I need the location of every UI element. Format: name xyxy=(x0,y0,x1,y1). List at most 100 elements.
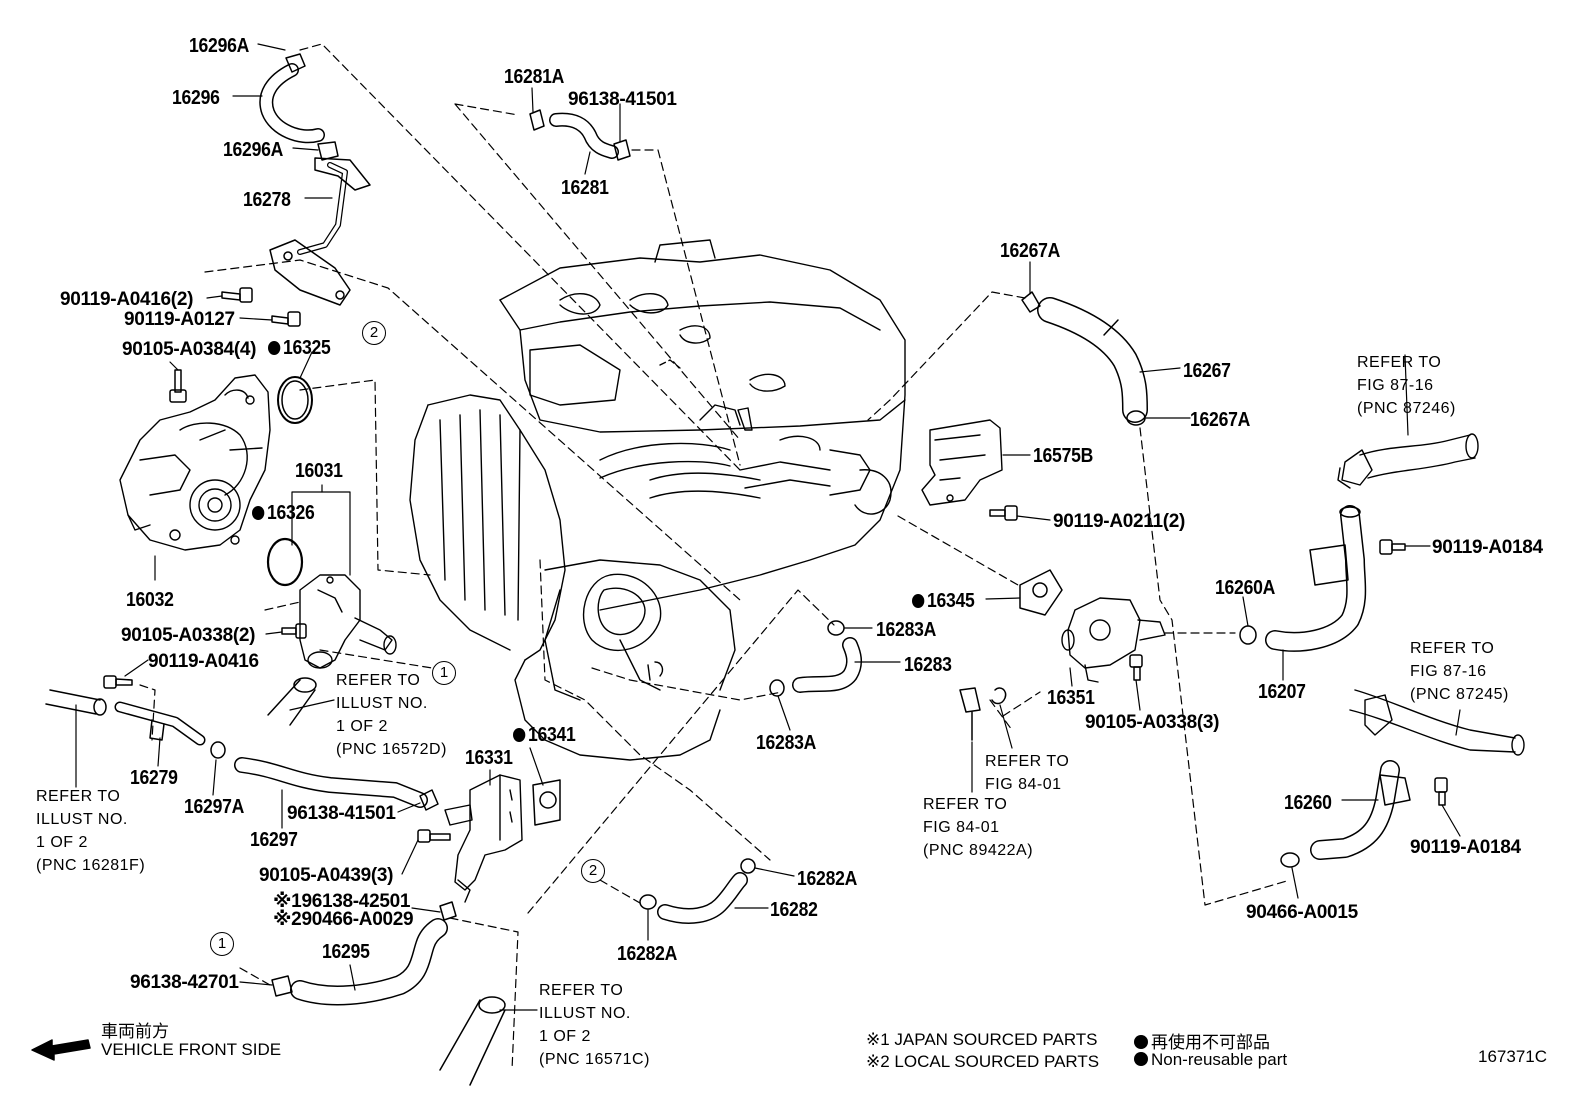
bolt-90119-A0211 xyxy=(989,505,1018,521)
part-label-96138-42701: 96138-42701 xyxy=(130,972,239,993)
front-arrow xyxy=(31,1039,91,1061)
ref-line: FIG 84-01 xyxy=(985,776,1062,793)
part-label-16575b: 16575B xyxy=(1033,445,1094,467)
clamp-16283A-upper xyxy=(827,620,845,636)
bolt-90105-A0384 xyxy=(169,369,187,403)
clamp-16282A-upper xyxy=(740,858,756,874)
bolt-90119-A0184-lower xyxy=(1434,777,1448,806)
circled-marker-2-upper: 2 xyxy=(362,321,386,345)
ref-line: 1 OF 2 xyxy=(36,834,88,851)
part-label-16295: 16295 xyxy=(322,941,370,963)
reference-note-16571c: REFER TO ILLUST NO. 1 OF 2 (PNC 16571C) xyxy=(539,979,650,1071)
part-label-90105-a0439-3: 90105-A0439(3) xyxy=(259,865,394,886)
clamp-16260A xyxy=(1239,625,1257,645)
pipe-16207 xyxy=(1265,505,1367,652)
part-label-90119-a0416-2: 90119-A0416(2) xyxy=(60,289,194,310)
part-label-16279: 16279 xyxy=(130,767,178,789)
ref-line: FIG 87-16 xyxy=(1410,663,1487,680)
part-label-16032: 16032 xyxy=(126,589,174,611)
part-label-90466-a0029: ※290466-A0029 xyxy=(273,909,414,930)
outlet-16331 xyxy=(444,774,523,903)
ref-line: REFER TO xyxy=(36,788,121,805)
bracket-16575B xyxy=(921,419,1003,506)
clamp-16281A xyxy=(529,109,545,131)
bolt-90105-A0338-2 xyxy=(281,623,307,639)
clamp-96138-42501 xyxy=(439,901,457,921)
part-label-16282a-upper: 16282A xyxy=(797,868,858,890)
reference-note-84-01: REFER TO FIG 84-01 xyxy=(985,750,1069,796)
hose-16296 xyxy=(259,53,339,161)
clamp-90466-A0015 xyxy=(1280,852,1300,868)
part-label-16296a-top: 16296A xyxy=(189,35,250,57)
clip-84-01 xyxy=(991,687,1007,705)
nonreusable-legend-jp: 再使用不可部品 xyxy=(1134,1028,1270,1053)
nonreusable-legend-en: Non-reusable part xyxy=(1134,1050,1287,1070)
part-label-16260: 16260 xyxy=(1284,792,1332,814)
clamp-96138-41501-upper xyxy=(613,139,631,161)
clamp-16282A-lower xyxy=(639,894,657,910)
part-label-96138-41501-upper: 96138-41501 xyxy=(568,89,677,110)
engine-block xyxy=(409,239,906,761)
part-label-90466-a0015: 90466-A0015 xyxy=(1246,902,1358,923)
ref-line: REFER TO xyxy=(539,982,624,999)
part-label-96138-42501: ※196138-42501 xyxy=(273,891,411,912)
bolt-90119-A0416 xyxy=(221,287,253,303)
clamp-96138-41501-lower xyxy=(419,789,439,811)
gasket-16325 xyxy=(277,376,313,424)
part-label-16282: 16282 xyxy=(770,899,818,921)
part-label-16283a-lower: 16283A xyxy=(756,732,817,754)
ref-line: ILLUST NO. xyxy=(336,695,428,712)
reference-note-87245: REFER TO FIG 87-16 (PNC 87245) xyxy=(1410,637,1509,706)
part-label-16281: 16281 xyxy=(561,177,609,199)
part-label-16297a: 16297A xyxy=(184,796,245,818)
oring-16326 xyxy=(266,537,304,587)
part-label-16031: 16031 xyxy=(295,460,343,482)
hose-16283 xyxy=(792,637,863,693)
part-label-16267a-lower: 16267A xyxy=(1190,409,1251,431)
ref-line: (PNC 87245) xyxy=(1410,686,1509,703)
part-label-90119-a0211-2: 90119-A0211(2) xyxy=(1053,511,1186,532)
part-label-16281a: 16281A xyxy=(504,66,565,88)
connector-87246 xyxy=(1337,433,1479,489)
ref-line: FIG 84-01 xyxy=(923,819,1000,836)
ref-line: (PNC 89422A) xyxy=(923,842,1034,859)
clamp-16267A-lower xyxy=(1126,410,1146,426)
part-label-16282a-lower: 16282A xyxy=(617,943,678,965)
pipe-16278 xyxy=(269,157,371,306)
bolt-90105-A0338-3 xyxy=(1129,654,1143,681)
ref-line: REFER TO xyxy=(336,672,421,689)
clamp-16283A-lower xyxy=(769,679,785,697)
part-label-90119-a0184-upper: 90119-A0184 xyxy=(1432,537,1543,558)
circled-marker-1-right: 1 xyxy=(432,661,456,685)
part-label-16278: 16278 xyxy=(243,189,291,211)
reference-note-16572d: REFER TO ILLUST NO. 1 OF 2 (PNC 16572D) xyxy=(336,669,447,761)
clamp-96138-42701 xyxy=(271,975,293,997)
ref-line: REFER TO xyxy=(1410,640,1495,657)
part-label-16296a: 16296A xyxy=(223,139,284,161)
note-japan-sourced: ※1 JAPAN SOURCED PARTS xyxy=(866,1030,1098,1049)
ref-line: (PNC 87246) xyxy=(1357,400,1456,417)
part-label-16267a-upper: 16267A xyxy=(1000,240,1061,262)
sensor-89422A xyxy=(959,687,981,741)
circled-marker-1-left: 1 xyxy=(210,932,234,956)
bolt-90119-A0416-single xyxy=(103,675,133,689)
ref-line: ILLUST NO. xyxy=(36,811,128,828)
vehicle-front-label-en: VEHICLE FRONT SIDE xyxy=(101,1040,282,1059)
part-label-90119-a0184-lower: 90119-A0184 xyxy=(1410,837,1521,858)
reference-note-16281f: REFER TO ILLUST NO. 1 OF 2 (PNC 16281F) xyxy=(36,785,145,877)
part-label-16325: 16325 xyxy=(268,338,331,358)
dashed-boundary-lines xyxy=(139,43,1291,1071)
reference-note-87246: REFER TO FIG 87-16 (PNC 87246) xyxy=(1357,351,1456,420)
ref-line: (PNC 16281F) xyxy=(36,857,146,874)
bolt-90105-A0439 xyxy=(417,829,451,843)
hose-16297 xyxy=(234,757,428,808)
part-label-90119-a0416: 90119-A0416 xyxy=(148,651,259,672)
note-local-sourced: ※2 LOCAL SOURCED PARTS xyxy=(866,1052,1100,1071)
reference-note-89422a: REFER TO FIG 84-01 (PNC 89422A) xyxy=(923,793,1033,862)
pipe-16279 xyxy=(114,701,206,746)
bolt-90119-A0127 xyxy=(271,311,301,327)
ref-line: 1 OF 2 xyxy=(336,718,388,735)
part-label-90105-a0384-4: 90105-A0384(4) xyxy=(122,339,257,360)
part-label-16326: 16326 xyxy=(252,503,315,523)
